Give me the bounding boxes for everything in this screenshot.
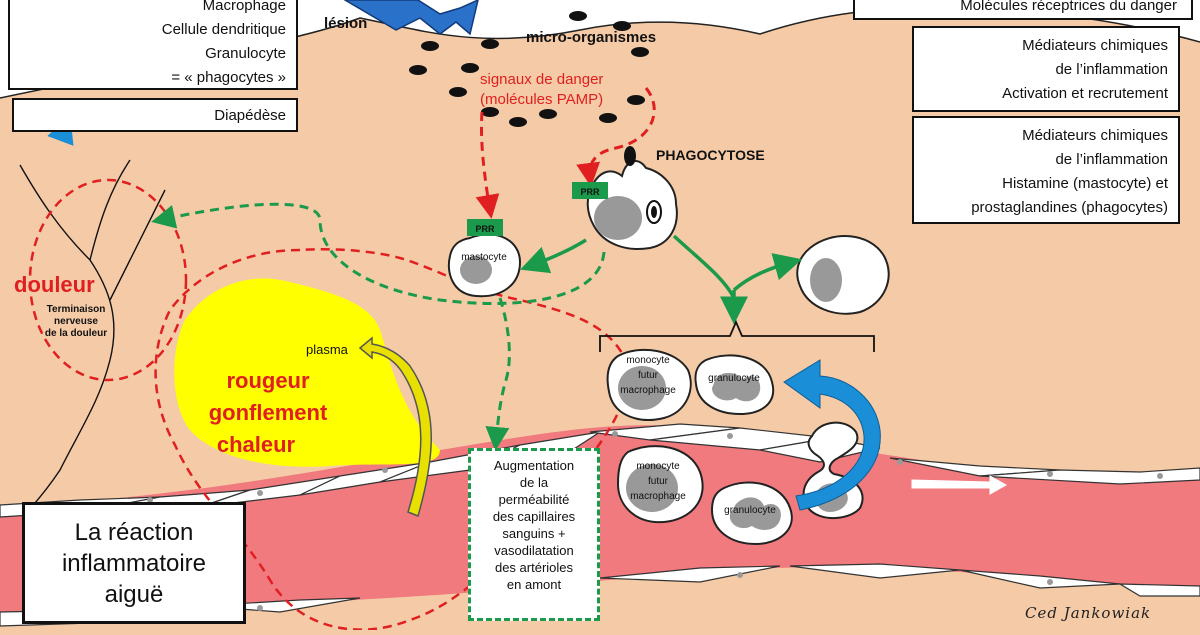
diagram-title-line-2: inflammatoire bbox=[61, 550, 207, 577]
recruitment-arrow-trunk bbox=[672, 234, 736, 299]
legend-diapedese-label: Diapédèse bbox=[214, 107, 286, 124]
mastocyte-prr bbox=[467, 219, 503, 236]
permeability-line-2: de la bbox=[519, 475, 549, 490]
monocyte-tissue-label-1: monocyte bbox=[626, 355, 670, 366]
legend-phagocytes-line-3: Granulocyte bbox=[205, 45, 286, 62]
recruitment-arrow-right bbox=[732, 253, 803, 292]
permeability-line-4: des capillaires bbox=[492, 509, 576, 524]
phagocytosed-microbe-core bbox=[651, 206, 657, 218]
legend-prr-label: Molécules réceptrices du danger bbox=[960, 0, 1177, 14]
swelling-label: gonflement bbox=[209, 400, 328, 425]
swelling-zone-outline bbox=[154, 248, 629, 631]
plasma-arrow-icon bbox=[358, 336, 432, 518]
granulocyte-vessel-label: granulocyte bbox=[724, 505, 776, 516]
diagram-title-line-1: La réaction bbox=[74, 519, 194, 546]
heat-label: chaleur bbox=[217, 432, 296, 457]
blood-flow-arrow-icon bbox=[911, 475, 1008, 495]
legend-mediators-line-2: de l’inflammation bbox=[1055, 61, 1168, 78]
pain-label: douleur bbox=[14, 272, 95, 297]
legend-mediators-dashed-line-3: Histamine (mastocyte) et bbox=[1002, 175, 1168, 192]
mastocyte-prr-label: PRR bbox=[475, 224, 495, 234]
mediator-arrow-to-nerve bbox=[151, 202, 606, 305]
plasma-leak-region bbox=[174, 278, 440, 467]
monocyte-nucleus-tissue bbox=[618, 366, 666, 410]
monocyte-nucleus-vessel bbox=[626, 464, 678, 512]
phagocytosis-label: PHAGOCYTOSE bbox=[656, 147, 765, 163]
legend-phagocytes-box: Macrophage Cellule dendritique Granulocy… bbox=[8, 0, 298, 90]
legend-mediators-text: Médiateurs chimiques de l’inflammation A… bbox=[1002, 34, 1168, 106]
diagram-title-box: La réaction inflammatoire aiguë bbox=[22, 502, 246, 624]
diapedesis-arrow-icon bbox=[783, 359, 881, 511]
phagocyte-prr-label: PRR bbox=[580, 187, 600, 197]
legend-mediators-dashed-line-4: prostaglandines (phagocytes) bbox=[971, 199, 1168, 216]
phagocyte-to-mastocyte-arrow bbox=[520, 238, 587, 274]
danger-signal-arrow-2 bbox=[576, 87, 656, 187]
legend-mediators-dashed-line-2: de l’inflammation bbox=[1055, 151, 1168, 168]
legend-mediators-line-3: Activation et recrutement bbox=[1002, 85, 1168, 102]
monocyte-vessel-label-2: futur bbox=[648, 476, 669, 487]
legend-phagocytes-line-1: Macrophage bbox=[202, 0, 286, 14]
granulocyte-tissue-label: granulocyte bbox=[708, 373, 760, 384]
monocyte-vessel-label-1: monocyte bbox=[636, 461, 680, 472]
nerve-ending-label-1: Terminaison bbox=[47, 304, 106, 315]
mastocyte-nucleus bbox=[460, 256, 492, 284]
danger-signal-arrow-1 bbox=[475, 111, 500, 219]
permeability-line-8: en amont bbox=[506, 577, 562, 592]
legend-mediators-dashed-text: Médiateurs chimiques de l’inflammation H… bbox=[971, 124, 1168, 220]
legend-mediators-dashed-line-1: Médiateurs chimiques bbox=[1022, 127, 1168, 144]
microbe-being-engulfed bbox=[624, 146, 636, 166]
permeability-line-5: sanguins + bbox=[502, 526, 566, 541]
lesion-lightning-icon bbox=[343, 0, 479, 36]
micro-organisms bbox=[409, 11, 649, 127]
pain-zone-outline bbox=[28, 178, 188, 382]
micro-organisms-label: micro-organismes bbox=[526, 29, 656, 46]
legend-mediators-dashed-box: Médiateurs chimiques de l’inflammation H… bbox=[912, 116, 1180, 224]
recruited-phagocyte-nucleus bbox=[810, 258, 842, 302]
permeability-line-7: des artérioles bbox=[494, 560, 574, 575]
danger-signals-label-2: (molécules PAMP) bbox=[480, 91, 603, 108]
monocyte-vessel-label-3: macrophage bbox=[630, 491, 686, 502]
diagram-title-line-3: aiguë bbox=[104, 581, 164, 608]
recruited-cells-bracket bbox=[599, 319, 875, 352]
legend-phagocytes-line-2: Cellule dendritique bbox=[161, 21, 286, 38]
legend-mediators-line-1: Médiateurs chimiques bbox=[1022, 37, 1168, 54]
permeability-box: Augmentation de la perméabilité des capi… bbox=[468, 448, 600, 621]
nerve-ending-label-2: nerveuse bbox=[54, 316, 98, 327]
plasma-label: plasma bbox=[306, 342, 349, 357]
outside-region bbox=[0, 0, 1200, 98]
mastocyte-label: mastocyte bbox=[461, 252, 507, 263]
redness-label: rougeur bbox=[226, 368, 310, 393]
legend-phagocytes-line-4: = « phagocytes » bbox=[171, 69, 286, 86]
legend-prr-box: Molécules réceptrices du danger bbox=[853, 0, 1193, 20]
mediator-arrow-to-vessel bbox=[485, 297, 511, 451]
granulocyte-nucleus-vessel bbox=[729, 497, 781, 530]
permeability-line-1: Augmentation bbox=[493, 458, 575, 473]
legend-phagocytes-text: Macrophage Cellule dendritique Granulocy… bbox=[162, 0, 286, 90]
danger-signals-label-1: signaux de danger bbox=[480, 71, 603, 88]
legend-diapedese-box: Diapédèse bbox=[12, 98, 298, 132]
phagocyte-nucleus bbox=[594, 196, 642, 240]
permeability-line-3: perméabilité bbox=[498, 492, 570, 507]
granulocyte-nucleus-tissue bbox=[712, 372, 761, 402]
nerve-ending bbox=[0, 159, 166, 541]
lesion-label: lésion bbox=[324, 15, 367, 32]
monocyte-tissue-label-3: macrophage bbox=[620, 385, 676, 396]
monocyte-tissue-label-2: futur bbox=[638, 370, 659, 381]
phagocyte-prr bbox=[572, 182, 608, 199]
nerve-ending-label-3: de la douleur bbox=[45, 328, 107, 339]
legend-mediators-box: Médiateurs chimiques de l’inflammation A… bbox=[912, 26, 1180, 112]
permeability-line-6: vasodilatation bbox=[494, 543, 574, 558]
author-signature: Ced Jankowiak bbox=[1025, 604, 1152, 622]
